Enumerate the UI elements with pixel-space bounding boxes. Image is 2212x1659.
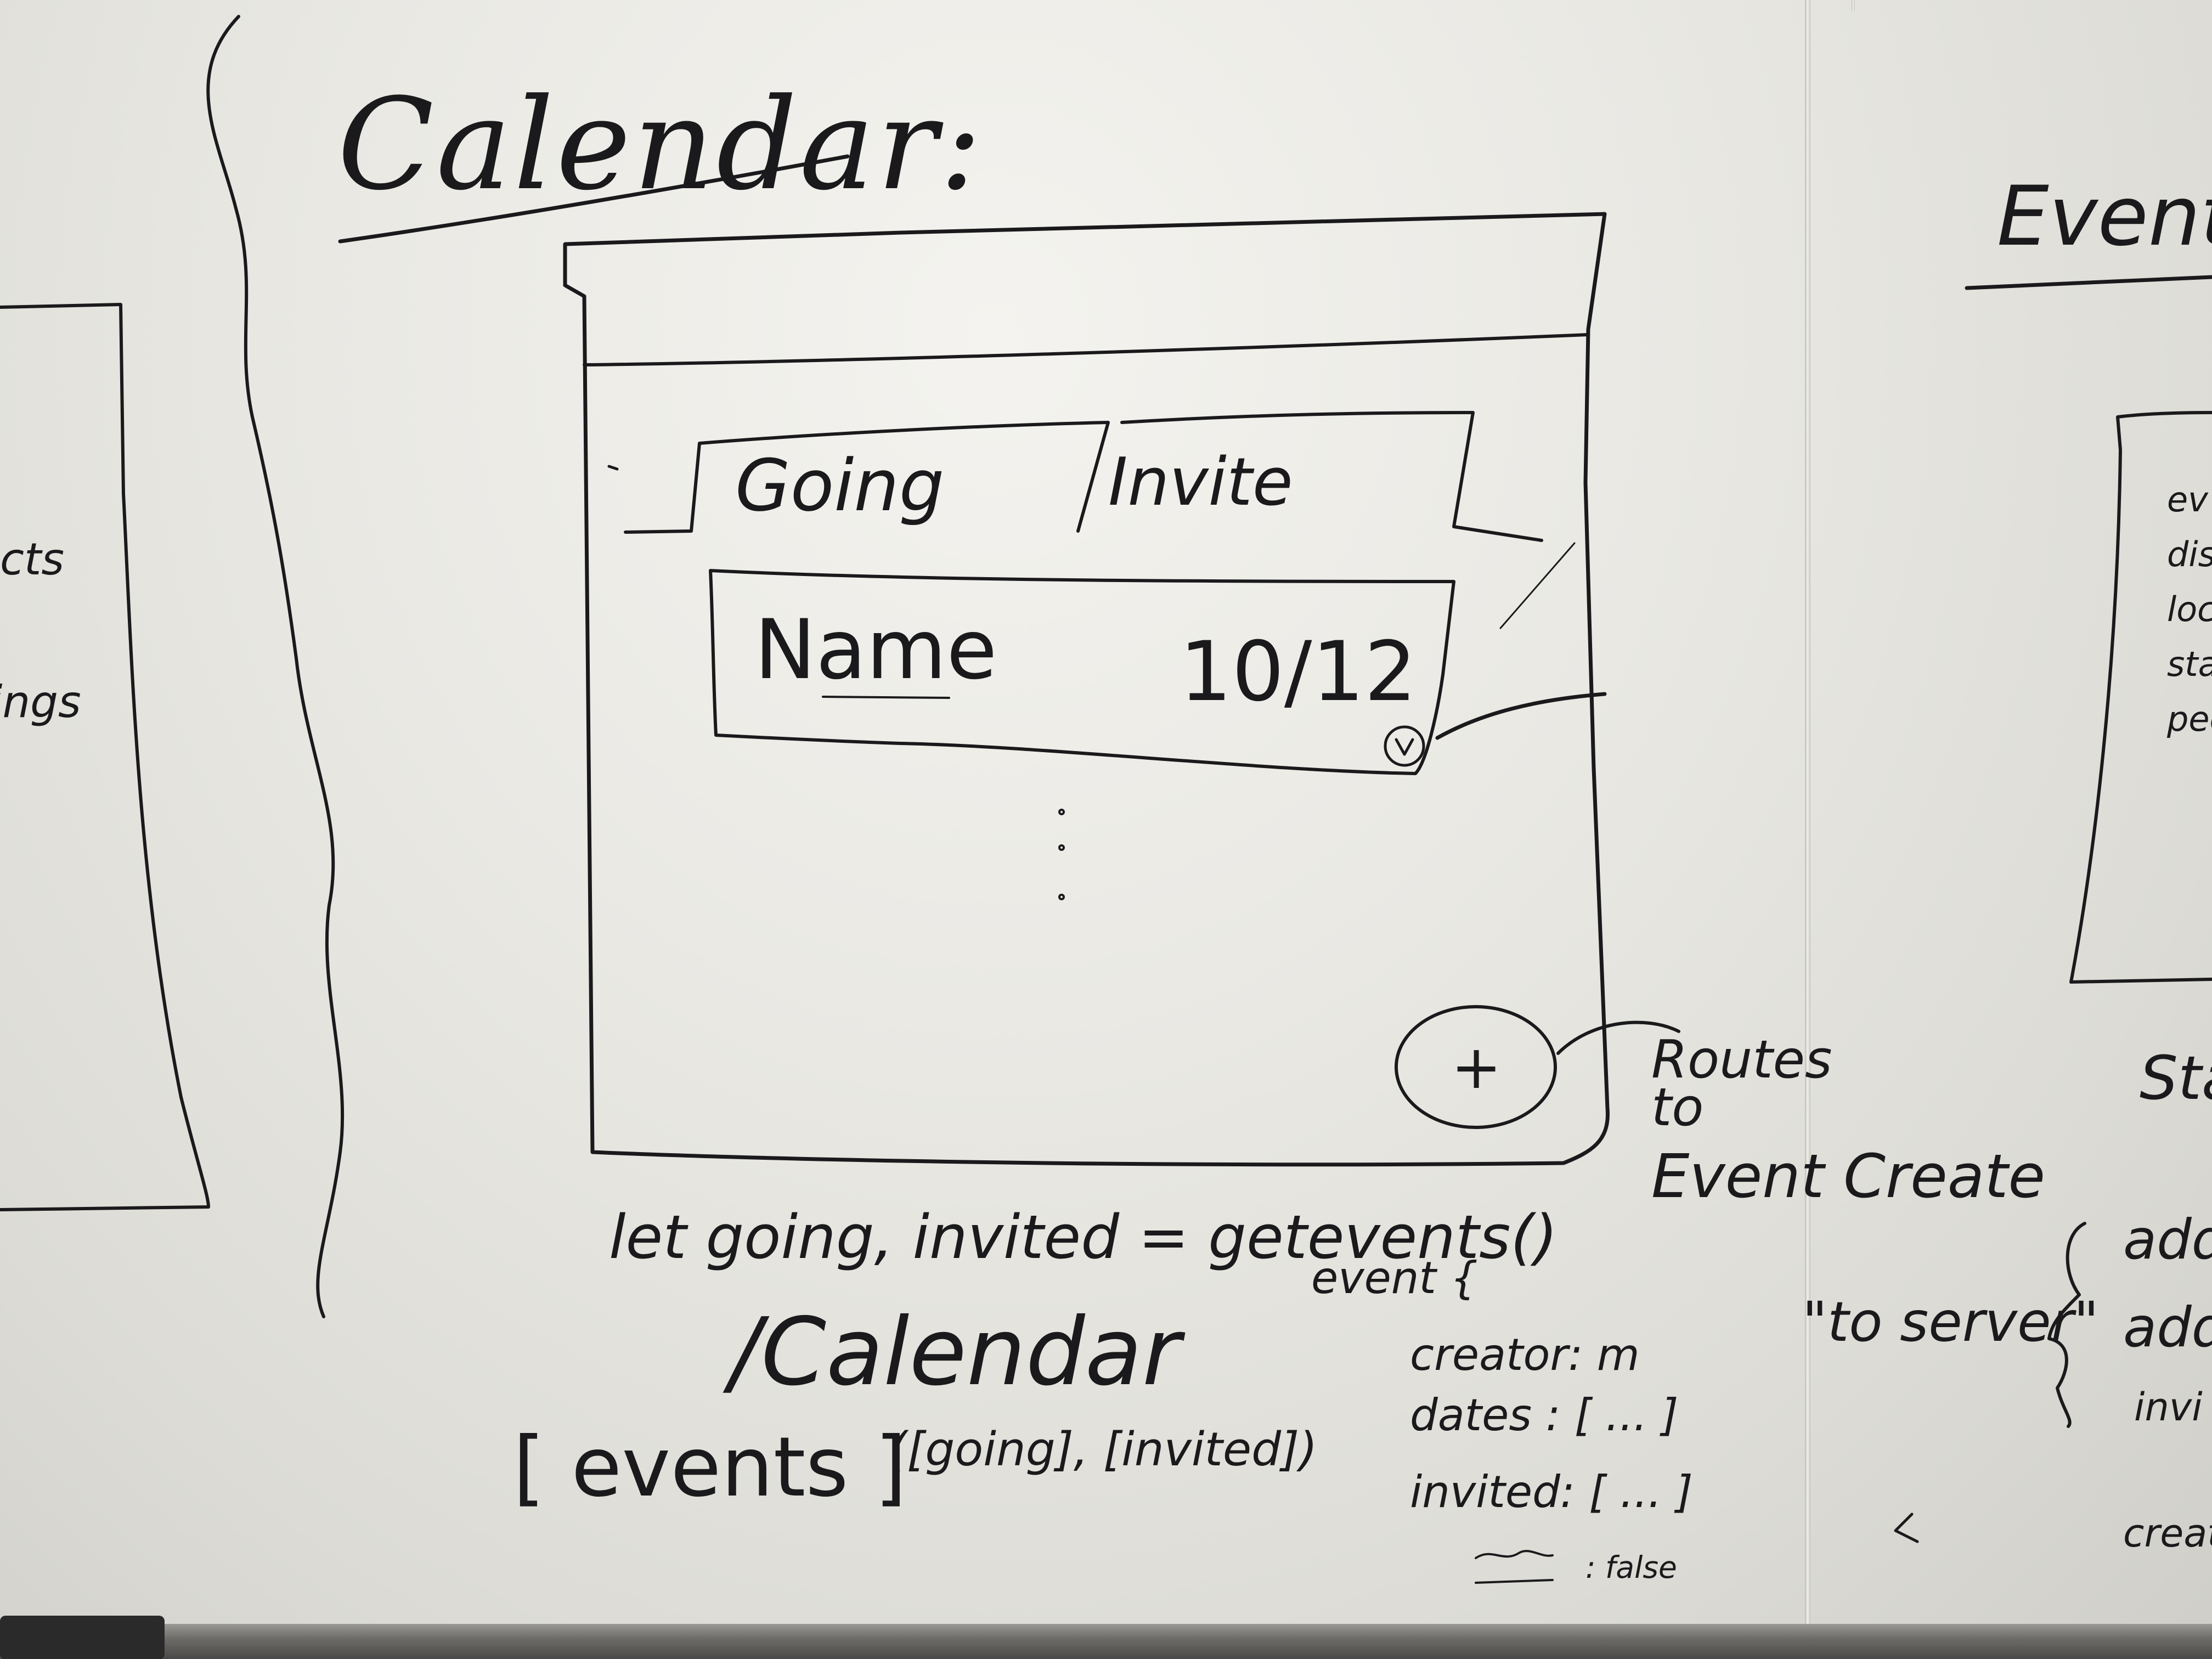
phone-header-divider [583, 333, 1590, 366]
routes-note-line: to [1651, 1077, 1704, 1138]
route-path: /Calendar [730, 1298, 1181, 1407]
routes-note-line: Event Create [1651, 1141, 2046, 1211]
routes-note-line: Routes [1651, 1030, 1832, 1090]
event-date: 10/12 [1180, 624, 1417, 720]
left-fragment: cts [0, 534, 65, 585]
marker-tray [0, 1624, 2212, 1659]
right-screen-frame [2069, 411, 2212, 984]
tab-invite[interactable]: Invite [1108, 444, 1293, 521]
event-creator: creator: m [1410, 1329, 1640, 1380]
event-name: Name [754, 602, 997, 698]
event-flag: : false [1585, 1550, 1677, 1585]
add-event-button[interactable]: + [1451, 1032, 1502, 1102]
code-line: let going, invited = getevents() [609, 1202, 1558, 1272]
chevron-circle [1384, 725, 1425, 767]
right-fragment: loc [2167, 589, 2212, 629]
right-lower-fragment: add [2123, 1207, 2212, 1272]
chevron-down-icon [1395, 738, 1414, 756]
right-lower-fragment: invi [2134, 1385, 2203, 1430]
right-panel-list: ev disc loc sta peo [2167, 483, 2212, 757]
event-dates: dates : [ ... ] [1410, 1390, 1679, 1441]
right-brace-stroke [2047, 1222, 2086, 1428]
calendar-heading: Calendar: [337, 72, 984, 218]
left-screen-frame [0, 303, 210, 1211]
tab-right-slash [1499, 542, 1576, 629]
chevron-connector [1435, 692, 1607, 740]
left-brace-stroke [206, 15, 345, 1318]
board-seam-right [1805, 0, 1810, 1624]
add-button-outline [1395, 1005, 1557, 1129]
events-array: [ events ] [513, 1420, 907, 1515]
right-lower-fragment: creat [2123, 1511, 2212, 1556]
board-seam-top [1852, 0, 1855, 11]
more-dot [1058, 894, 1065, 900]
calendar-heading-underline [338, 154, 850, 244]
routes-note: Routes to Event Create [1651, 1030, 2046, 1211]
more-dot [1058, 844, 1065, 851]
right-fragment: peo [2167, 699, 2212, 739]
right-fragment: ev [2167, 479, 2208, 520]
squiggle-underline [1475, 1579, 1554, 1584]
right-lower-fragment: Sta [2140, 1043, 2212, 1113]
event-row-card [709, 569, 1455, 775]
event-object-header: event { [1311, 1252, 1479, 1304]
squiggle-mark [1475, 1550, 1554, 1559]
left-fragment: lings [0, 676, 81, 727]
tab-going-outline [624, 421, 1110, 534]
events-tuple: ([going], [invited]) [889, 1423, 1318, 1477]
event-heading: Event [1997, 169, 2212, 264]
tab-going[interactable]: Going [735, 444, 945, 527]
right-small-mark [1894, 1513, 1919, 1543]
tab-invite-outline [1120, 411, 1543, 542]
right-lower-fragment: add [2123, 1295, 2212, 1359]
name-underline [822, 696, 950, 699]
tab-left-mark [607, 465, 619, 471]
to-server-note: "to server" [1802, 1290, 2099, 1354]
event-invited: invited: [ ... ] [1410, 1466, 1693, 1517]
phone-frame [563, 212, 1610, 1167]
more-dot [1058, 809, 1065, 815]
right-fragment: disc [2167, 534, 2212, 574]
right-fragment: sta [2167, 644, 2212, 684]
add-button-connector [1556, 1020, 1680, 1055]
whiteboard-eraser [0, 1616, 165, 1659]
event-heading-underline [1965, 275, 2212, 290]
